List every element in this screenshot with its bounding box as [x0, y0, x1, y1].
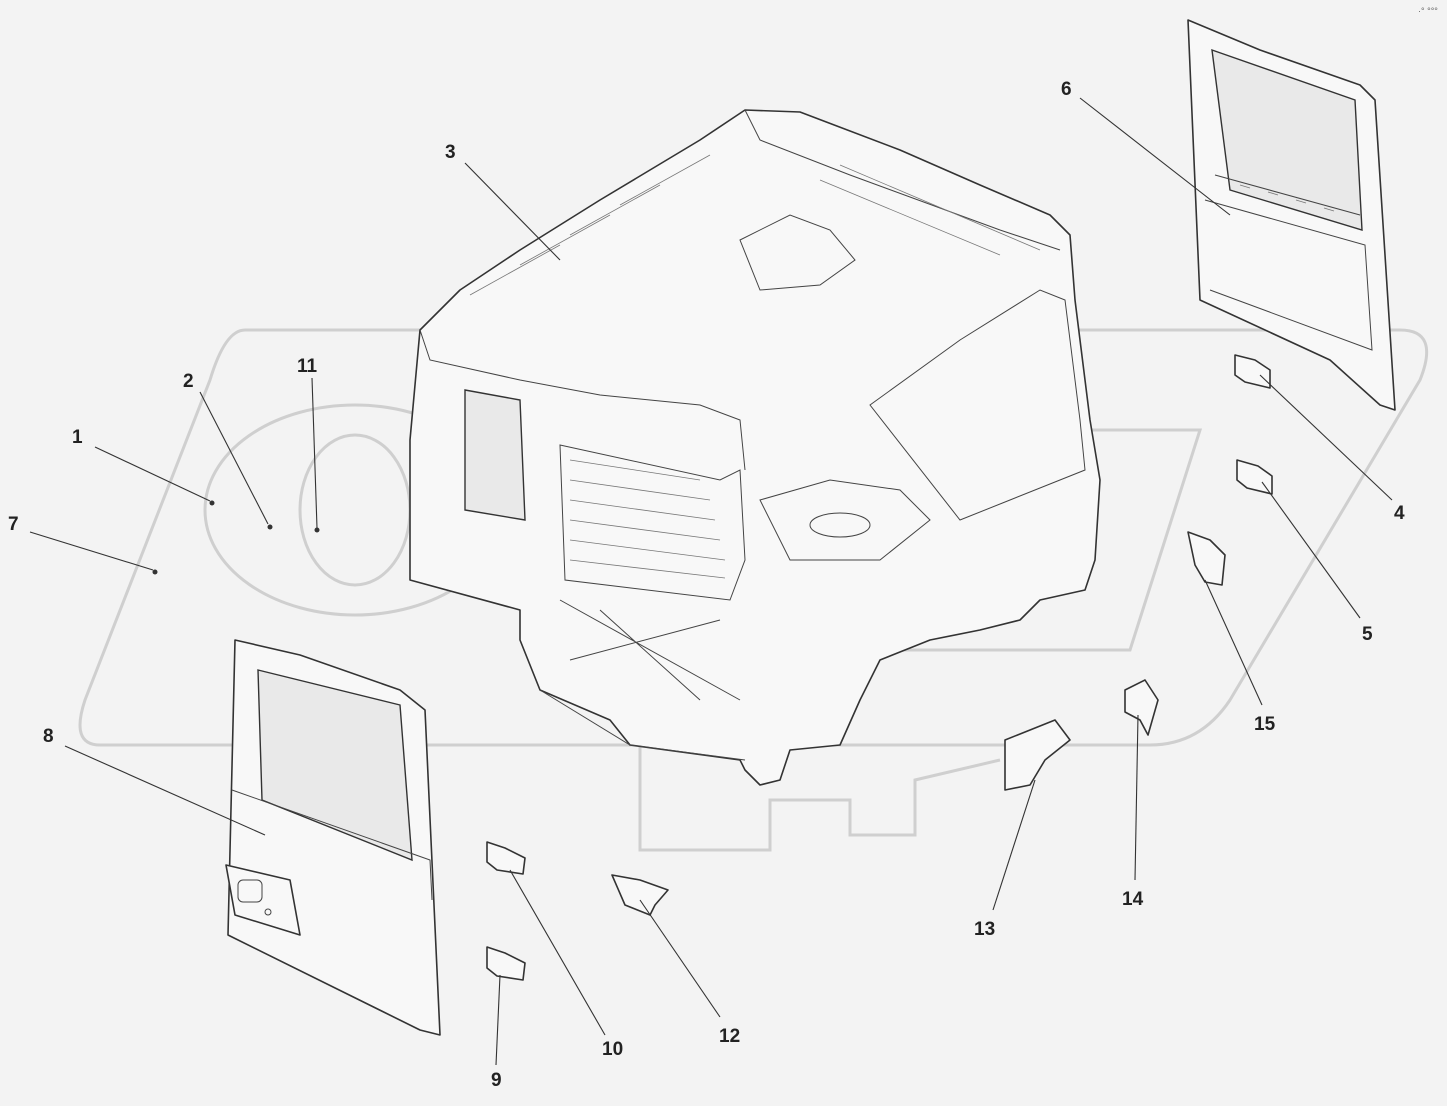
bracket-part-14: [1124, 679, 1159, 736]
floor-hatch: [569, 459, 726, 579]
bracket-part-15: [1187, 531, 1226, 586]
callout-15: 15: [1254, 714, 1276, 735]
callout-11: 11: [297, 356, 318, 377]
hinge-part-9: [486, 946, 526, 981]
door-6-slots: [1239, 184, 1335, 212]
hinge-part-4: [1234, 354, 1271, 389]
bracket-part-13: [1004, 719, 1071, 791]
callout-14: 14: [1122, 889, 1144, 910]
hinge-part-5: [1236, 459, 1273, 495]
callout-13: 13: [974, 919, 995, 940]
callout-7: 7: [8, 514, 19, 535]
callout-10: 10: [602, 1039, 623, 1060]
left-door-part-8: [225, 639, 441, 1036]
hinge-part-10: [486, 841, 526, 875]
callout-3: 3: [445, 142, 456, 163]
callout-4: 4: [1394, 503, 1405, 524]
callout-12: 12: [719, 1026, 740, 1047]
callout-2: 2: [183, 371, 194, 392]
callout-6: 6: [1061, 79, 1072, 100]
callout-8: 8: [43, 726, 54, 747]
callout-1: 1: [72, 427, 83, 448]
callout-5: 5: [1362, 624, 1373, 645]
part-11-dot: [314, 527, 320, 533]
corner-mark: ·° °°°: [1418, 6, 1438, 16]
roof-ribs: [469, 154, 1041, 296]
bracket-part-12: [611, 874, 669, 916]
part-2-dot: [267, 524, 273, 530]
callout-numbers: 1 2 3 4 5 6 7 8 9 10 11 12 13 14 15: [8, 79, 1405, 1091]
cab-body-part-3: [409, 109, 1101, 786]
part-1-dot: [209, 500, 215, 506]
right-door-part-6: [1187, 19, 1396, 411]
callout-9: 9: [491, 1070, 502, 1091]
part-7-dot: [152, 569, 158, 575]
leader-lines: [29, 97, 1393, 1066]
